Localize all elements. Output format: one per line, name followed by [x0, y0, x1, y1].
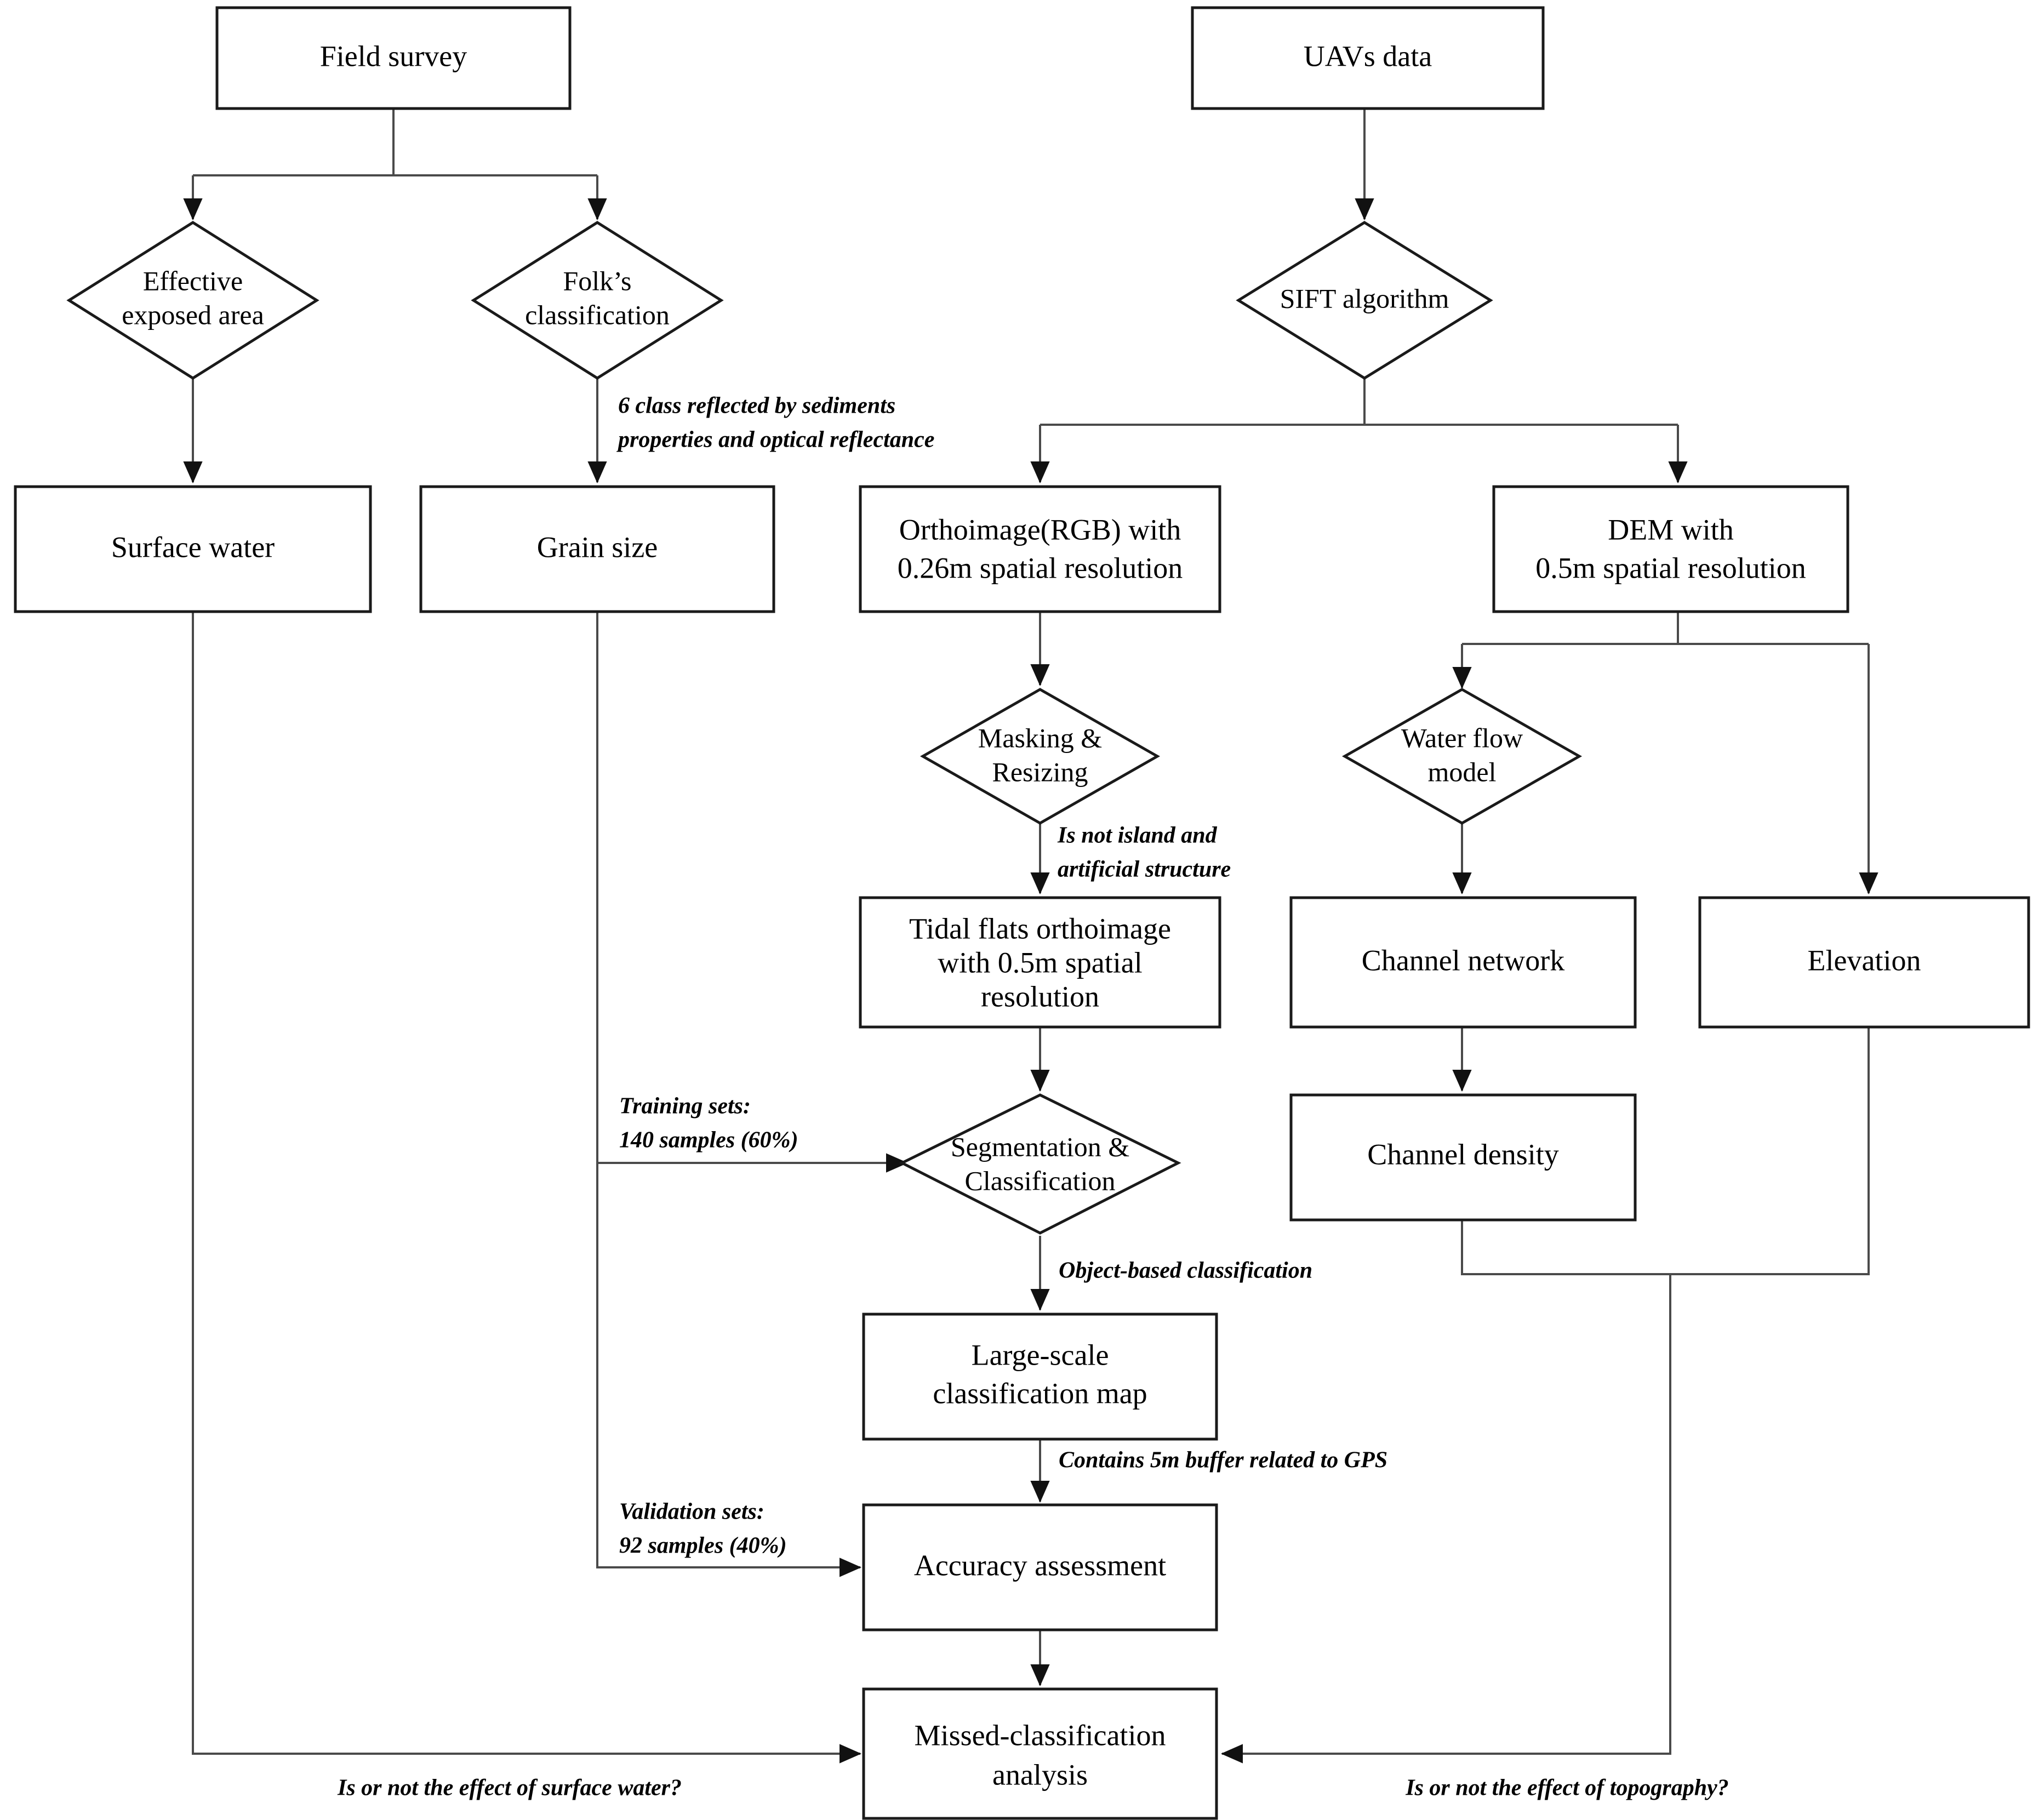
edge-label-surface-water-effect: Is or not the effect of surface water? — [337, 1776, 682, 1801]
edge-label-validation-line2: 92 samples (40%) — [619, 1533, 787, 1559]
node-grain-size-label: Grain size — [537, 530, 658, 563]
node-elevation[interactable]: Elevation — [1698, 896, 2030, 1029]
node-missed-classification-analysis[interactable]: Missed-classification analysis — [862, 1687, 1218, 1820]
edge-grain-size-to-accuracy — [596, 1163, 861, 1577]
edge-label-six-class-line2: properties and optical reflectance — [616, 427, 934, 453]
edge-label-island-line1: Is not island and — [1057, 823, 1218, 848]
node-elevation-label: Elevation — [1808, 944, 1921, 977]
node-water-flow-model[interactable]: Water flow model — [1341, 688, 1583, 825]
edge-topography-to-missed-classification — [1221, 1274, 1671, 1764]
node-channel-density-label: Channel density — [1367, 1138, 1558, 1171]
edge-field-survey-split — [192, 109, 597, 211]
node-water-flow-model-line1: Water flow — [1401, 722, 1523, 753]
node-surface-water-label: Surface water — [111, 530, 275, 563]
node-tidal-flats-line2: with 0.5m spatial — [938, 946, 1142, 979]
node-folks-classification-line2: classification — [525, 299, 670, 330]
nodes: Field survey UAVs data Effective exposed… — [14, 6, 2030, 1820]
node-segmentation-line1: Segmentation & — [951, 1131, 1129, 1162]
node-water-flow-model-line2: model — [1428, 756, 1497, 787]
edge-sift-split — [1039, 377, 1678, 469]
node-large-scale-line1: Large-scale — [972, 1338, 1109, 1371]
edge-label-island-line2: artificial structure — [1058, 857, 1231, 882]
node-large-scale-line2: classification map — [933, 1377, 1147, 1410]
edges — [183, 109, 1878, 1764]
node-tidal-flats-orthoimage[interactable]: Tidal flats orthoimage with 0.5m spatial… — [859, 896, 1221, 1029]
edge-label-training-line1: Training sets: — [619, 1094, 751, 1119]
node-missed-classification-line2: analysis — [992, 1758, 1088, 1791]
edge-label-six-class-line1: 6 class reflected by sediments — [618, 393, 895, 419]
node-dem-line1: DEM with — [1608, 513, 1734, 546]
node-segmentation-line2: Classification — [965, 1165, 1116, 1196]
node-channel-density[interactable]: Channel density — [1289, 1093, 1637, 1222]
node-tidal-flats-line1: Tidal flats orthoimage — [909, 912, 1171, 945]
node-folks-classification-line1: Folk’s — [563, 265, 631, 296]
node-effective-exposed-area[interactable]: Effective exposed area — [66, 221, 319, 380]
node-accuracy-assessment[interactable]: Accuracy assessment — [862, 1503, 1218, 1631]
edge-label-buffer: Contains 5m buffer related to GPS — [1059, 1448, 1387, 1473]
node-missed-classification-line1: Missed-classification — [915, 1719, 1166, 1751]
node-field-survey-label: Field survey — [320, 39, 467, 72]
node-folks-classification[interactable]: Folk’s classification — [471, 221, 724, 380]
node-segmentation-classification[interactable]: Segmentation & Classification — [899, 1093, 1181, 1235]
edge-label-training-line2: 140 samples (60%) — [619, 1128, 798, 1153]
edge-dem-split — [1461, 612, 1869, 685]
edge-elevation-merge — [1670, 1022, 1870, 1275]
node-channel-network-label: Channel network — [1362, 944, 1564, 977]
edge-label-validation-line1: Validation sets: — [619, 1499, 764, 1525]
node-field-survey[interactable]: Field survey — [215, 6, 572, 110]
node-masking-resizing[interactable]: Masking & Resizing — [920, 688, 1161, 825]
node-large-scale-classification-map[interactable]: Large-scale classification map — [862, 1313, 1218, 1441]
edge-grain-size-to-segmentation — [596, 612, 908, 1173]
edge-labels: 6 class reflected by sediments propertie… — [337, 393, 1729, 1801]
node-accuracy-assessment-label: Accuracy assessment — [914, 1549, 1166, 1582]
node-orthoimage[interactable]: Orthoimage(RGB) with 0.26m spatial resol… — [859, 485, 1221, 613]
node-sift-algorithm[interactable]: SIFT algorithm — [1236, 221, 1493, 380]
node-channel-network[interactable]: Channel network — [1289, 896, 1637, 1029]
node-effective-exposed-area-line1: Effective — [143, 265, 243, 296]
edge-surface-water-to-missed-classification — [192, 612, 861, 1764]
node-uavs-data[interactable]: UAVs data — [1191, 6, 1545, 110]
node-effective-exposed-area-line2: exposed area — [122, 299, 264, 330]
node-dem-line2: 0.5m spatial resolution — [1535, 551, 1806, 584]
node-masking-resizing-line2: Resizing — [992, 756, 1088, 787]
node-surface-water[interactable]: Surface water — [14, 485, 372, 613]
edge-label-object-based: Object-based classification — [1059, 1258, 1312, 1283]
node-tidal-flats-line3: resolution — [981, 980, 1099, 1013]
node-sift-algorithm-label: SIFT algorithm — [1280, 283, 1449, 313]
node-dem[interactable]: DEM with 0.5m spatial resolution — [1492, 485, 1849, 613]
edge-label-topography-effect: Is or not the effect of topography? — [1405, 1776, 1729, 1801]
node-uavs-data-label: UAVs data — [1304, 39, 1432, 72]
node-grain-size[interactable]: Grain size — [419, 485, 775, 613]
edge-channel-density-merge — [1461, 1219, 1670, 1275]
node-masking-resizing-line1: Masking & — [978, 722, 1102, 753]
node-orthoimage-line1: Orthoimage(RGB) with — [899, 513, 1181, 546]
node-orthoimage-line2: 0.26m spatial resolution — [898, 551, 1183, 584]
